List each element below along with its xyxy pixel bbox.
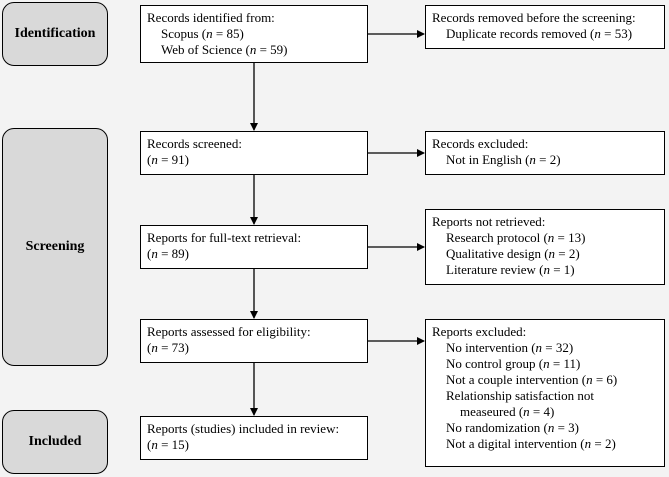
box-line: Duplicate records removed (n = 53) bbox=[446, 26, 633, 41]
box-title: Records removed before the screening: bbox=[432, 10, 636, 25]
phase-included-label: Included bbox=[28, 434, 82, 449]
phase-screening: Screening bbox=[2, 128, 108, 366]
box-title: Reports for full-text retrieval: bbox=[147, 230, 302, 245]
full-text-retrieval-box: Reports for full-text retrieval: (n = 89… bbox=[140, 225, 368, 269]
reports-not-retrieved-box: Reports not retrieved: Research protocol… bbox=[425, 209, 665, 285]
box-line: Research protocol (n = 13) bbox=[446, 230, 586, 245]
box-line: Web of Science (n = 59) bbox=[161, 42, 288, 57]
phase-screening-label: Screening bbox=[25, 239, 85, 254]
box-title: Records identified from: bbox=[147, 10, 275, 25]
phase-included: Included bbox=[2, 410, 108, 474]
box-count: (n = 91) bbox=[147, 152, 190, 167]
records-removed-box: Records removed before the screening: Du… bbox=[425, 5, 665, 49]
box-title: Reports assessed for eligibility: bbox=[147, 324, 311, 339]
phase-identification: Identification bbox=[2, 2, 108, 66]
box-line: Scopus (n = 85) bbox=[161, 26, 244, 41]
box-line: Qualitative design (n = 2) bbox=[446, 246, 580, 261]
records-screened-box: Records screened: (n = 91) bbox=[140, 131, 368, 175]
box-title: Records screened: bbox=[147, 136, 242, 151]
records-excluded-box: Records excluded: Not in English (n = 2) bbox=[425, 131, 665, 175]
box-line: No intervention (n = 32) bbox=[446, 340, 574, 355]
box-line: Not a couple intervention (n = 6) bbox=[446, 372, 618, 387]
box-title: Reports not retrieved: bbox=[432, 214, 546, 229]
box-line: Literature review (n = 1) bbox=[446, 262, 575, 277]
box-count: (n = 15) bbox=[147, 437, 190, 452]
box-line: Not a digital intervention (n = 2) bbox=[446, 436, 616, 451]
box-count: (n = 89) bbox=[147, 246, 190, 261]
box-line: Relationship satisfaction not bbox=[446, 388, 595, 403]
box-line: Not in English (n = 2) bbox=[446, 152, 561, 167]
box-count: (n = 73) bbox=[147, 340, 190, 355]
reports-excluded-box: Reports excluded: No intervention (n = 3… bbox=[425, 319, 665, 467]
box-line: No control group (n = 11) bbox=[446, 356, 581, 371]
phase-identification-label: Identification bbox=[14, 26, 96, 41]
box-line-continuation: measeured (n = 4) bbox=[460, 404, 555, 419]
records-identified-box: Records identified from: Scopus (n = 85)… bbox=[140, 5, 368, 63]
box-title: Reports excluded: bbox=[432, 324, 527, 339]
box-line: No randomization (n = 3) bbox=[446, 420, 579, 435]
box-title: Records excluded: bbox=[432, 136, 529, 151]
included-in-review-box: Reports (studies) included in review: (n… bbox=[140, 416, 368, 460]
box-title: Reports (studies) included in review: bbox=[147, 421, 340, 436]
eligibility-box: Reports assessed for eligibility: (n = 7… bbox=[140, 319, 368, 363]
